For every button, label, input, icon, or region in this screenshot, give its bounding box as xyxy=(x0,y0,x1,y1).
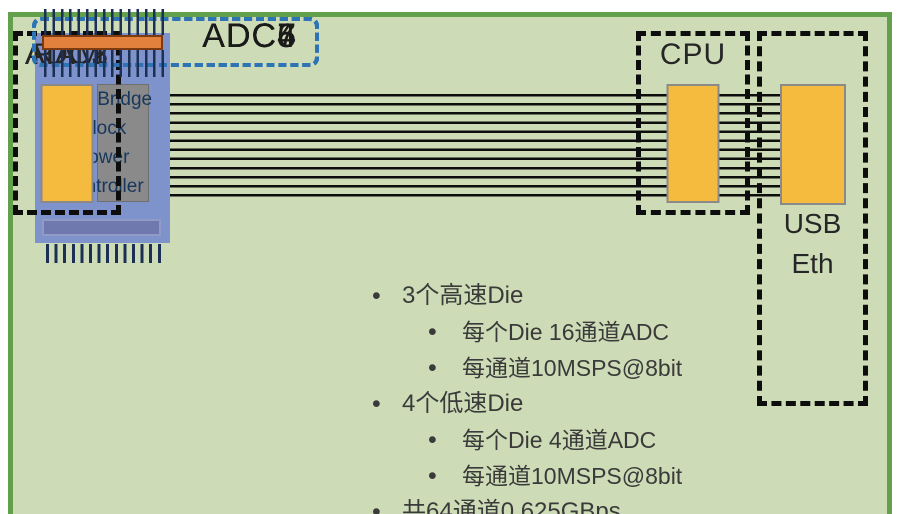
adc-label: ADC4 xyxy=(202,17,297,55)
note-row: • 4个低速Die xyxy=(350,387,682,423)
controller-connector-strip xyxy=(42,219,161,236)
usb-eth-box: USB Eth xyxy=(757,31,868,406)
controller-core-chip xyxy=(97,84,149,202)
note-text: 共64通道0.625GBps xyxy=(402,498,621,514)
eth-label-line: Eth xyxy=(791,248,834,279)
bullet-dot: • xyxy=(428,426,437,454)
die-label: CPU xyxy=(659,38,727,71)
note-text: 每个Die 4通道ADC xyxy=(462,427,657,453)
adc-label: ADC7 xyxy=(202,17,297,55)
usb-eth-chip xyxy=(779,84,846,205)
note-text: 4个低速Die xyxy=(402,390,524,417)
controller-pins xyxy=(46,244,166,263)
note-row: • 每个Die 4通道ADC xyxy=(350,423,682,459)
adc-label: ADC6 xyxy=(202,17,297,55)
bullet-dot: • xyxy=(372,498,381,514)
note-text: 每通道10MSPS@8bit xyxy=(462,355,683,381)
adc-module-adc7: ADC7 xyxy=(32,9,319,77)
die-chip xyxy=(666,84,720,203)
bullet-dot: • xyxy=(428,462,437,490)
die-chip xyxy=(40,84,94,203)
note-text: 每通道10MSPS@8bit xyxy=(462,463,683,489)
bullet-dot: • xyxy=(372,282,381,310)
note-row: • 每通道10MSPS@8bit xyxy=(350,459,682,495)
note-row: • 3个高速Die xyxy=(350,279,682,315)
die-box-cpu: CPU xyxy=(636,31,750,215)
usb-label-line: USB xyxy=(783,208,842,239)
bullet-dot: • xyxy=(428,354,437,382)
note-row: • 共64通道0.625GBps xyxy=(350,495,682,514)
note-text: 每个Die 16通道ADC xyxy=(462,319,670,345)
bullet-dot: • xyxy=(428,318,437,346)
bullet-dot: • xyxy=(372,390,381,418)
adc-label: ADC5 xyxy=(202,17,297,55)
adc-bar xyxy=(42,35,163,50)
adc-pins-top xyxy=(44,9,166,35)
note-row: • 每通道10MSPS@8bit xyxy=(350,351,682,387)
note-text: 3个高速Die xyxy=(402,282,524,309)
slide-panel: BUS Bridge Clock Power Controller CPU RA… xyxy=(8,9,892,514)
note-row: • 每个Die 16通道ADC xyxy=(350,315,682,351)
notes-list: • 3个高速Die • 每个Die 16通道ADC • 每通道10MSPS@8b… xyxy=(350,279,682,514)
adc-pins-bottom xyxy=(44,50,166,77)
usb-eth-label: USB Eth xyxy=(762,204,863,284)
